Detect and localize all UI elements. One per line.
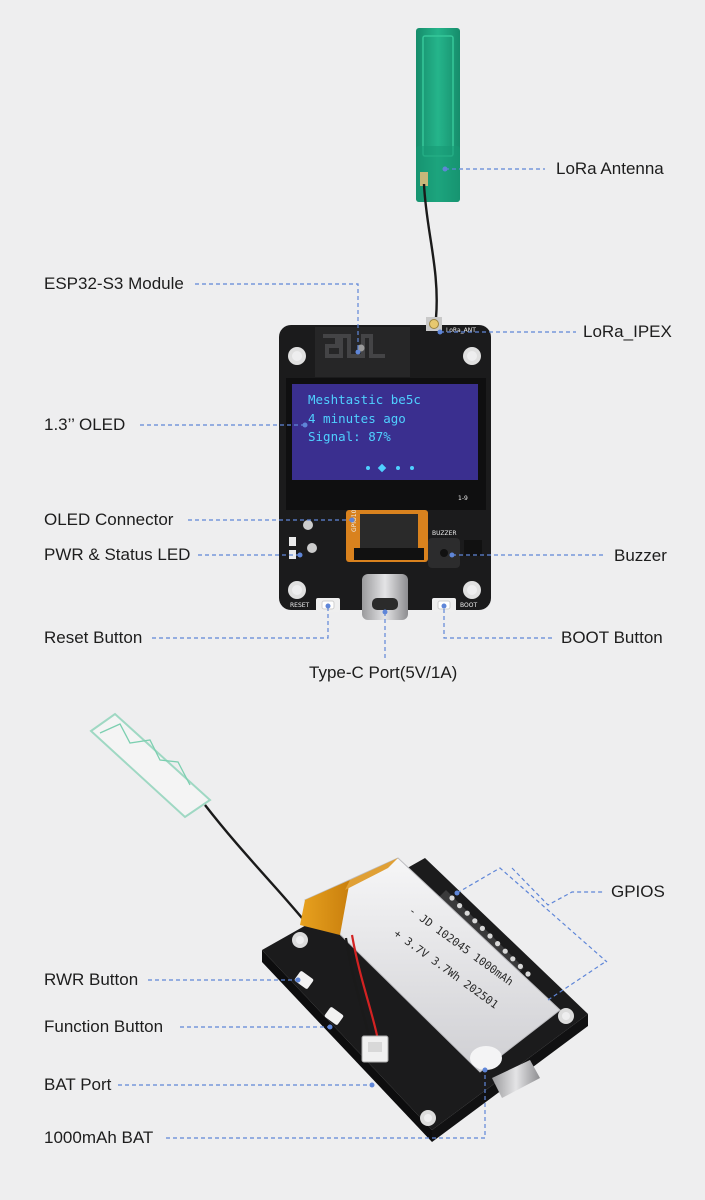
silk-pin19: 1-9 bbox=[458, 495, 468, 502]
oled-line-3: Signal: 87% bbox=[308, 429, 391, 444]
silk-boot: BOOT bbox=[460, 602, 477, 609]
typec-port bbox=[362, 574, 408, 620]
bat-port bbox=[361, 1035, 389, 1063]
buzzer bbox=[428, 538, 482, 568]
silk-gpio10: GPIO10 bbox=[351, 509, 358, 532]
antenna-cable bbox=[422, 183, 438, 319]
gpio-pin bbox=[495, 941, 501, 947]
bottom-board-illustration: - JD 102045 1000mAh + 3.7V 3.7Wh 202501 bbox=[89, 712, 588, 1142]
bottom-leader-lines bbox=[118, 867, 608, 1139]
oled-flex-connector bbox=[346, 510, 428, 562]
gpio-pins bbox=[449, 895, 531, 977]
label-lora-antenna: LoRa Antenna bbox=[556, 159, 664, 178]
ipex-connector bbox=[426, 317, 442, 331]
label-rwr-button: RWR Button bbox=[44, 970, 139, 989]
label-function-button: Function Button bbox=[44, 1017, 164, 1036]
label-typec-port: Type-C Port(5V/1A) bbox=[309, 663, 458, 682]
silk-reset: RESET bbox=[290, 602, 310, 609]
gpio-header bbox=[438, 889, 524, 975]
oled-page-dots bbox=[366, 463, 414, 473]
gpio-pin bbox=[464, 910, 470, 916]
rwr-button bbox=[294, 971, 314, 989]
label-oled: 1.3’’ OLED bbox=[44, 415, 126, 434]
label-lora-ipex: LoRa_IPEX bbox=[583, 322, 672, 341]
label-gpios: GPIOS bbox=[611, 882, 665, 901]
gpio-pin bbox=[472, 918, 478, 924]
gpio-pin bbox=[479, 925, 485, 932]
label-boot-button: BOOT Button bbox=[561, 628, 663, 647]
label-oled-connector: OLED Connector bbox=[44, 510, 174, 529]
label-pwr-status-led: PWR & Status LED bbox=[44, 545, 191, 564]
label-buzzer: Buzzer bbox=[614, 546, 667, 565]
function-button bbox=[324, 1007, 344, 1025]
oled-line-2: 4 minutes ago bbox=[308, 411, 406, 426]
label-esp32-module: ESP32-S3 Module bbox=[44, 274, 184, 293]
gpio-pin bbox=[502, 948, 508, 954]
label-reset-button: Reset Button bbox=[44, 628, 143, 647]
lipo-battery: - JD 102045 1000mAh + 3.7V 3.7Wh 202501 bbox=[300, 857, 561, 1073]
top-board-illustration: LoRa_ANT Meshtastic be5c 4 minutes ago S… bbox=[279, 28, 491, 620]
flex-antenna-cable bbox=[204, 804, 303, 919]
gpio-pin bbox=[487, 933, 493, 939]
oled-screen bbox=[292, 384, 478, 480]
top-leader-lines bbox=[140, 166, 605, 660]
gpio-pin bbox=[510, 956, 516, 962]
gpio-pin bbox=[449, 895, 455, 901]
label-bat-port: BAT Port bbox=[44, 1075, 112, 1094]
gpio-pin bbox=[517, 963, 524, 970]
gpio-pin bbox=[525, 971, 531, 977]
label-1000mah-bat: 1000mAh BAT bbox=[44, 1128, 154, 1147]
silk-lora-ant: LoRa_ANT bbox=[446, 327, 476, 334]
bottom-typec-port bbox=[492, 1060, 540, 1098]
lora-antenna bbox=[416, 28, 460, 202]
oled-line-1: Meshtastic be5c bbox=[308, 392, 421, 407]
flexible-antenna bbox=[89, 712, 212, 819]
esp32-module bbox=[315, 327, 410, 377]
gpio-pin bbox=[457, 903, 463, 909]
silk-buzzer: BUZZER bbox=[432, 530, 457, 537]
